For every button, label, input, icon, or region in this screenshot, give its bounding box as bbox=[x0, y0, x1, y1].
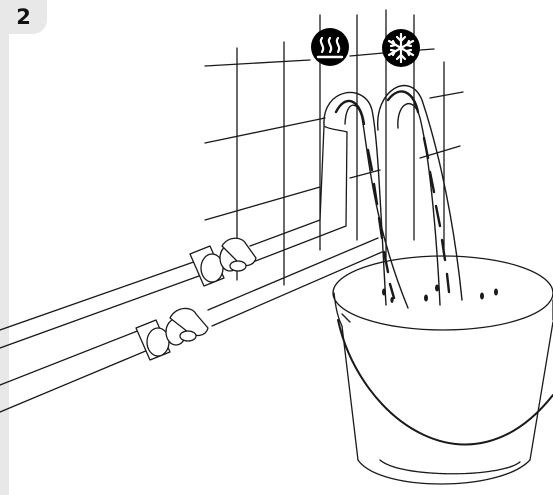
hot-water-pipe bbox=[0, 125, 348, 349]
water-drops bbox=[382, 284, 498, 303]
cold-water-pipe bbox=[0, 237, 383, 413]
hot-pipe-valve bbox=[189, 237, 257, 287]
step-number: 2 bbox=[16, 5, 31, 29]
hot-drain-hose bbox=[323, 91, 409, 309]
step-number-badge: 2 bbox=[0, 0, 47, 34]
bucket bbox=[332, 255, 553, 485]
left-margin-strip bbox=[0, 34, 9, 495]
cold-water-snowflake-icon bbox=[382, 29, 420, 67]
cold-drain-hose bbox=[377, 84, 463, 306]
hot-water-icon bbox=[311, 28, 349, 66]
cold-pipe-valve bbox=[135, 307, 209, 361]
